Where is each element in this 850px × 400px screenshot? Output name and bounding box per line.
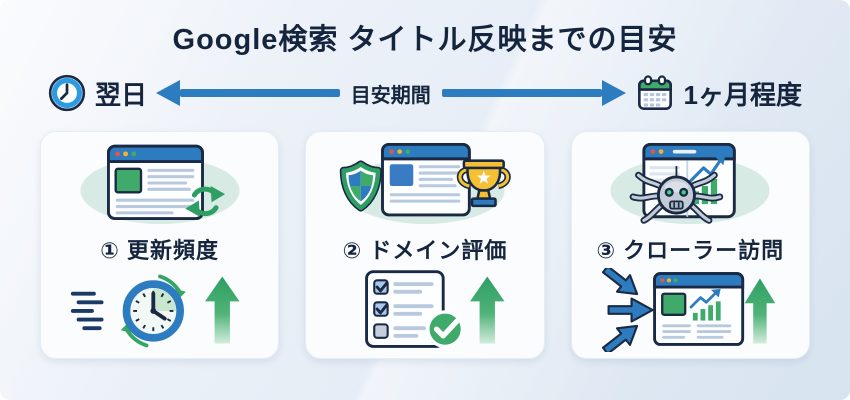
check-circle-icon <box>426 310 465 349</box>
timeline-left-label: 翌日 <box>95 79 148 110</box>
clock-fast-icon <box>120 274 186 348</box>
up-arrow-icon <box>204 276 240 344</box>
bar-chart-icon <box>693 301 721 321</box>
browser-window-icon <box>381 142 471 217</box>
speed-clock-rise-illustration <box>70 274 240 348</box>
up-arrow-icon <box>470 276 505 344</box>
inbound-links-page-rise-illustration <box>602 268 776 352</box>
page-title: Google検索 タイトル反映までの目安 <box>172 24 678 56</box>
card-domain-evaluation: ② ドメイン評価 <box>305 131 545 359</box>
clock-icon <box>48 74 86 112</box>
card3-label: ③ クローラー訪問 <box>596 238 785 263</box>
trophy-icon <box>456 159 511 208</box>
browser-refresh-illustration <box>80 144 240 224</box>
checklist-approved-rise-illustration <box>365 270 505 349</box>
left-arrow-shaft <box>180 89 340 97</box>
cards-row: ① 更新頻度 <box>40 131 810 359</box>
timeline-row: 翌日 目安期間 1ヶ月程度 <box>48 71 802 115</box>
right-arrow-shaft <box>441 89 602 97</box>
shield-icon <box>339 160 382 212</box>
right-arrowhead-icon <box>601 80 626 106</box>
inbound-arrows-icon <box>602 268 655 352</box>
timeline-right-label: 1ヶ月程度 <box>683 79 803 110</box>
card1-label: ① 更新頻度 <box>100 238 220 263</box>
right-arrow <box>441 80 626 106</box>
left-arrowhead-icon <box>156 80 181 106</box>
up-arrow-icon <box>744 278 776 344</box>
speed-lines-icon <box>70 291 104 331</box>
card-update-frequency: ① 更新頻度 <box>40 131 280 359</box>
card2-label: ② ドメイン評価 <box>342 238 508 263</box>
browser-shield-trophy-illustration <box>339 142 511 224</box>
browser-window-icon <box>106 144 204 221</box>
calendar-icon <box>637 75 672 110</box>
browser-spider-crawler-illustration <box>610 142 770 224</box>
browser-window-icon <box>653 272 745 346</box>
timeline-center-label: 目安期間 <box>350 84 431 107</box>
refresh-icon <box>184 186 225 217</box>
checklist-icon <box>365 270 445 348</box>
spider-crawler-icon <box>629 166 724 224</box>
left-arrow <box>156 80 340 106</box>
card-crawler-visit: ③ クローラー訪問 <box>570 131 810 359</box>
